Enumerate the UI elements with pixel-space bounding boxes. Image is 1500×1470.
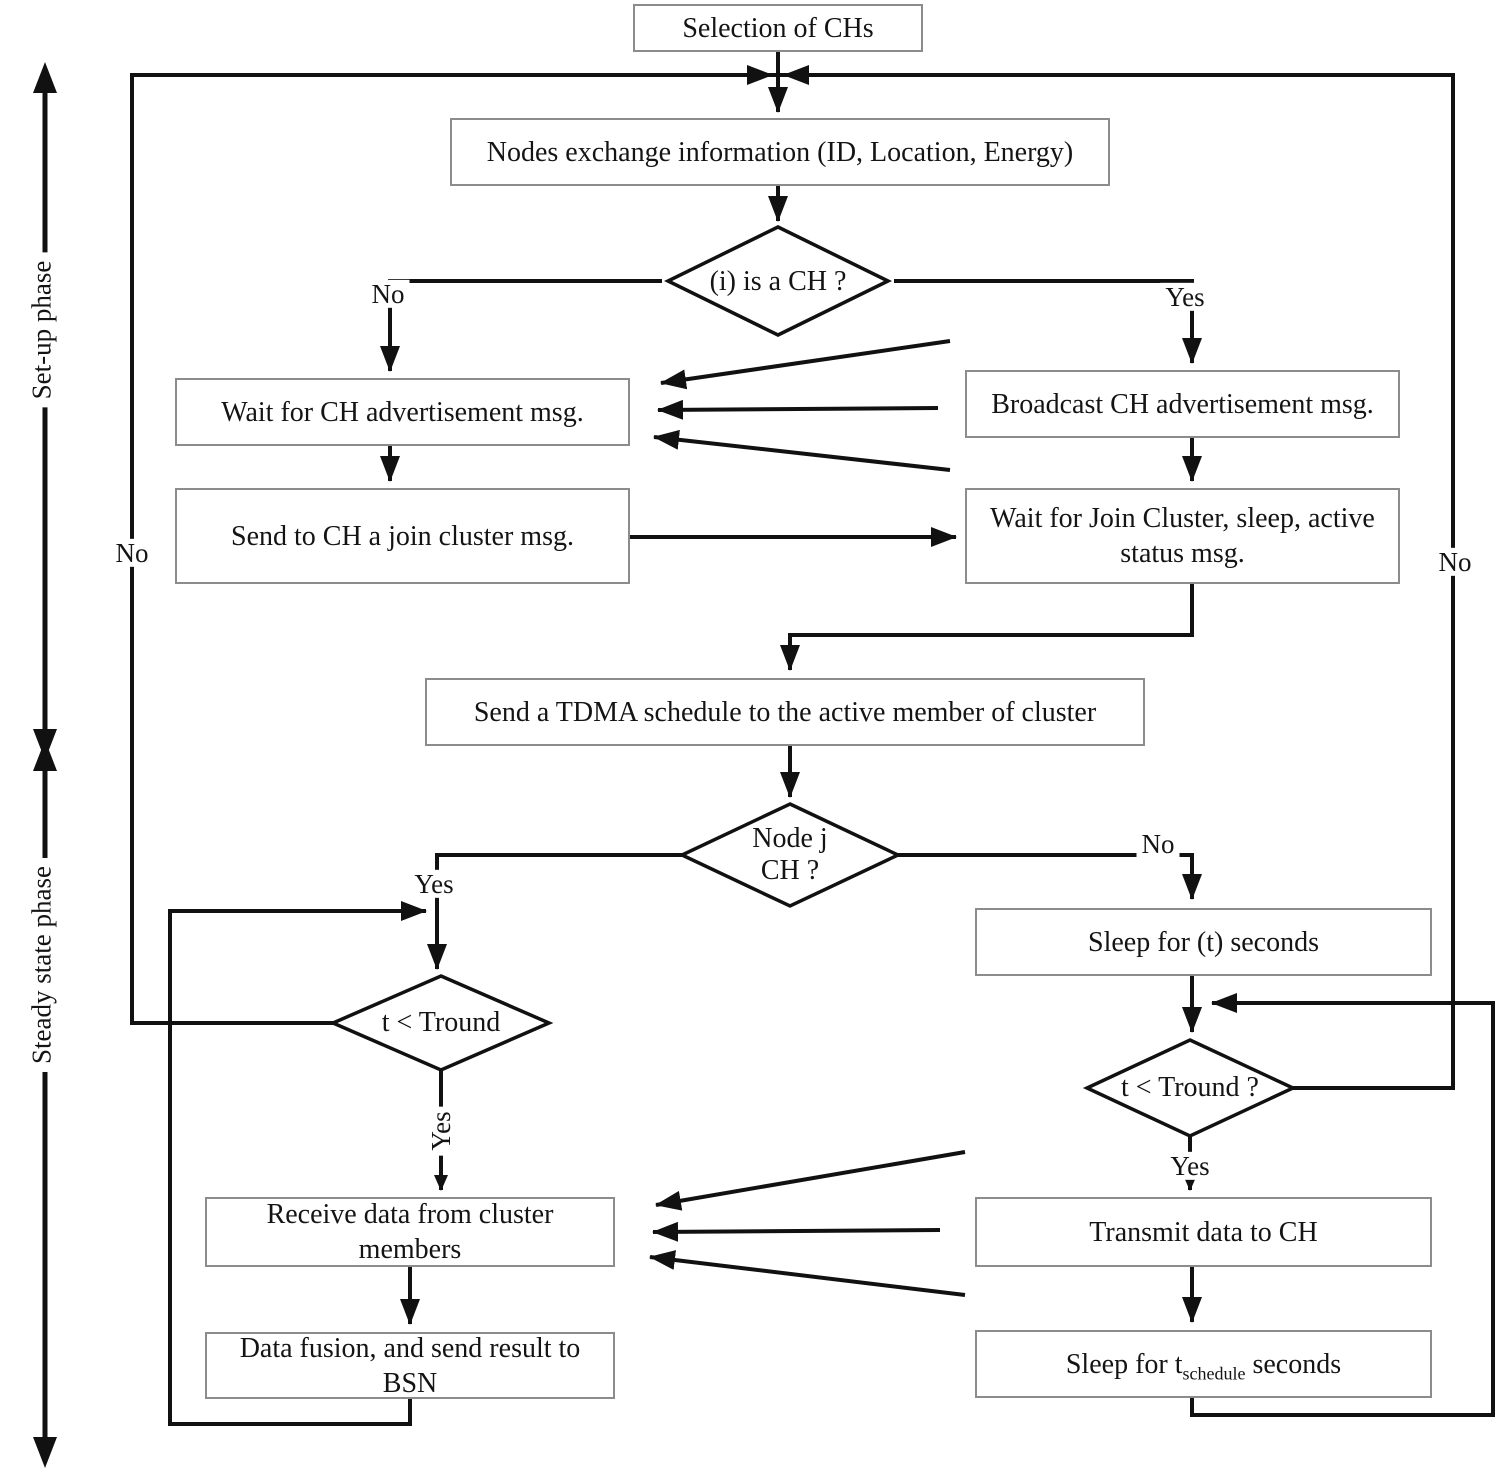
- node-selection-of-chs: Selection of CHs: [633, 4, 923, 52]
- diamond-is-ch-label: (i) is a CH ?: [709, 265, 847, 297]
- label-no-left-border: No: [110, 538, 154, 567]
- diamond-t-round-right: [1082, 1038, 1298, 1138]
- diamond-node-j-line1: Node j: [752, 822, 828, 854]
- arrow-waitjoin-to-tdma: [780, 584, 1194, 671]
- node-send-tdma-schedule: Send a TDMA schedule to the active membe…: [425, 678, 1145, 746]
- diamond-t-round-right-label: t < Tround ?: [1121, 1071, 1259, 1103]
- node-data-fusion: Data fusion, and send result to BSN: [205, 1332, 615, 1399]
- label-yes-t-round-right: Yes: [1165, 1151, 1215, 1180]
- broadcast-fan-line-1: [660, 339, 951, 390]
- setup-phase-arrowhead-top: [33, 62, 57, 93]
- label-yes-node-j: Yes: [409, 869, 459, 898]
- node-broadcast-ch-advertisement: Broadcast CH advertisement msg.: [965, 370, 1400, 438]
- sleep-schedule-subscript: schedule: [1182, 1363, 1246, 1384]
- diamond-node-j-label: Node j CH ?: [752, 823, 827, 887]
- label-no-is-ch: No: [366, 279, 410, 308]
- diamond-node-j-line2: CH ?: [760, 855, 820, 886]
- node-receive-data: Receive data from cluster members: [205, 1197, 615, 1267]
- steady-phase-arrowhead-bottom: [33, 1437, 57, 1468]
- ch-loop-line: [168, 901, 427, 1426]
- diamond-t-round-left: [328, 974, 554, 1072]
- node-sleep-t-seconds: Sleep for (t) seconds: [975, 908, 1432, 976]
- arrow-nodej-yes: [427, 853, 684, 970]
- arrow-ischt-no: [380, 279, 662, 372]
- steady-phase-label: Steady state phase: [27, 858, 57, 1072]
- label-yes-t-round-left: Yes: [426, 1106, 456, 1156]
- arrow-ischt-yes: [894, 279, 1202, 364]
- label-yes-is-ch: Yes: [1160, 282, 1210, 311]
- setup-phase-label: Set-up phase: [27, 252, 57, 408]
- broadcast-fan-line-3: [653, 429, 951, 472]
- diamond-is-ch: [664, 225, 892, 337]
- label-no-node-j: No: [1136, 829, 1180, 858]
- diamond-node-j: [677, 802, 903, 908]
- node-wait-join-cluster-status: Wait for Join Cluster, sleep, active sta…: [965, 488, 1400, 584]
- member-loop-line: [1190, 993, 1495, 1417]
- node-transmit-data: Transmit data to CH: [975, 1197, 1432, 1267]
- arrow-nodej-no: [896, 853, 1202, 900]
- sleep-schedule-text: Sleep for t: [1065, 1348, 1183, 1380]
- sleep-schedule-text-tail: seconds: [1245, 1348, 1342, 1380]
- label-no-right-border: No: [1433, 547, 1477, 576]
- node-sleep-schedule: Sleep for tschedule seconds: [975, 1330, 1432, 1398]
- data-fan-line-1: [655, 1150, 966, 1211]
- node-wait-ch-advertisement: Wait for CH advertisement msg.: [175, 378, 630, 446]
- broadcast-fan-line-2: [657, 399, 939, 420]
- data-fan-line-2: [652, 1221, 941, 1242]
- node-send-join-cluster: Send to CH a join cluster msg.: [175, 488, 630, 584]
- steady-phase-arrowhead-top: [33, 740, 57, 771]
- diamond-t-round-left-label: t < Tround: [381, 1006, 501, 1038]
- data-fan-line-3: [649, 1250, 966, 1297]
- node-exchange-information: Nodes exchange information (ID, Location…: [450, 118, 1110, 186]
